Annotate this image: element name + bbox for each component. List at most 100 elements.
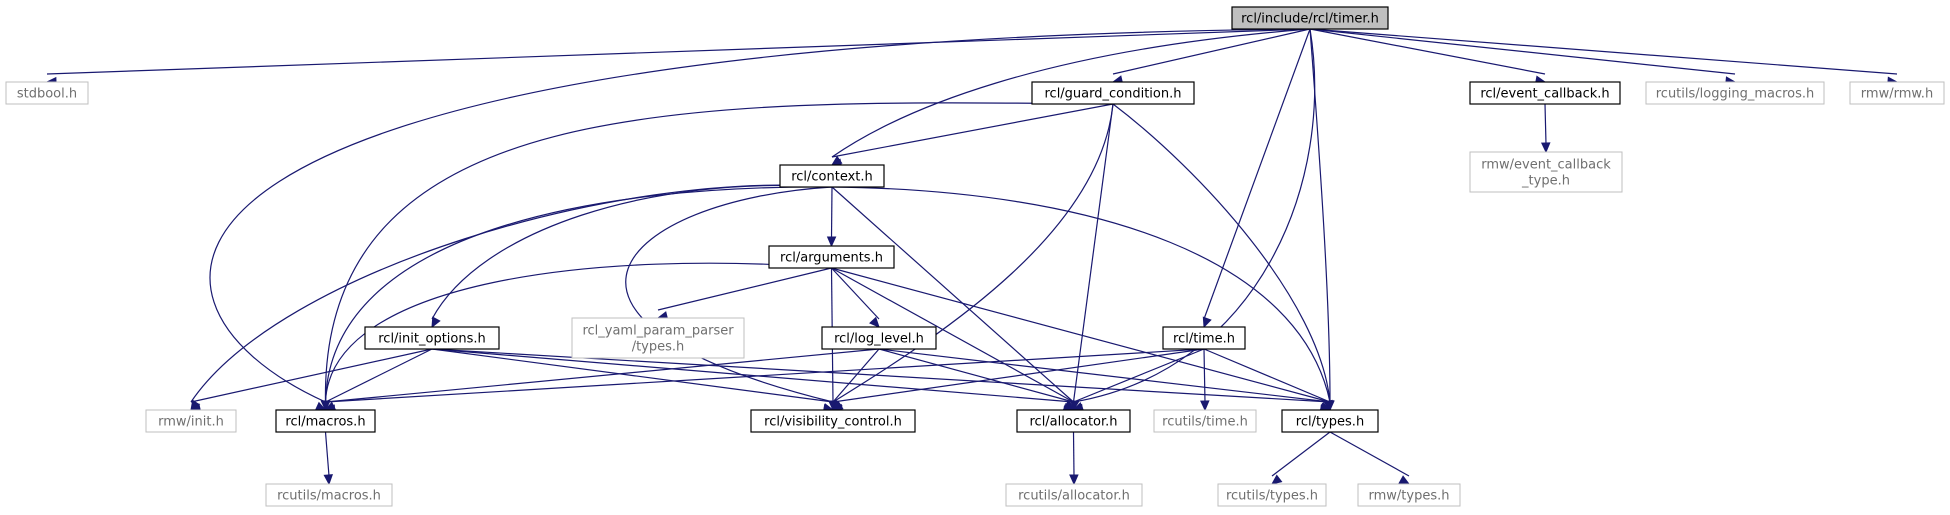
node-label-yaml-types-line-2: /types.h xyxy=(632,340,685,355)
edge-timer-to-event-callback xyxy=(1309,28,1546,75)
edge-context-to-init-options xyxy=(431,184,833,320)
node-label-arguments: rcl/arguments.h xyxy=(780,251,883,266)
edge-event-callback-to-event-callback-type xyxy=(1544,103,1547,145)
node-box-yaml-types xyxy=(571,317,745,359)
edge-time-to-macros xyxy=(325,348,1205,403)
node-box-arguments xyxy=(768,245,895,269)
edge-arguments-to-log-level xyxy=(831,267,880,320)
node-rmw: rmw/rmw.h xyxy=(1849,81,1945,105)
node-label-rcutils-time: rcutils/time.h xyxy=(1162,415,1248,430)
node-box-rcutils-time xyxy=(1153,409,1257,433)
edge-time-to-types xyxy=(1203,348,1331,403)
edge-init-options-to-macros xyxy=(325,348,433,403)
node-box-visibility xyxy=(750,409,916,433)
edge-timer-to-rmw xyxy=(1309,28,1898,75)
nodes-layer: rcl/include/rcl/timer.h stdbool.h rcl/guar… xyxy=(5,6,1945,507)
node-box-logging-macros xyxy=(1645,81,1825,105)
edge-arguments-to-types xyxy=(831,267,1331,403)
edge-types-to-rmw-types xyxy=(1329,431,1410,477)
node-label-stdbool: stdbool.h xyxy=(17,87,77,102)
edge-init-options-to-allocator xyxy=(431,348,1074,403)
arrow-head-context-to-arguments xyxy=(826,236,837,248)
node-rcutils-macros: rcutils/macros.h xyxy=(265,483,393,507)
node-rcutils-types: rcutils/types.h xyxy=(1217,483,1327,507)
node-time[interactable]: rcl/time.h xyxy=(1162,326,1246,350)
node-rmw-init: rmw/init.h xyxy=(145,409,237,433)
node-label-guard-condition: rcl/guard_condition.h xyxy=(1044,87,1181,102)
arrow-head-context-to-init-options xyxy=(431,316,441,329)
edges-layer xyxy=(45,28,1899,486)
edge-arguments-to-yaml-types xyxy=(657,267,832,311)
node-label-allocator: rcl/allocator.h xyxy=(1029,415,1117,430)
node-box-stdbool xyxy=(5,81,89,105)
node-box-timer xyxy=(1231,6,1389,30)
arrow-head-timer-to-time xyxy=(1202,316,1212,329)
node-context[interactable]: rcl/context.h xyxy=(779,164,885,188)
node-event-callback-type: rmw/event_callback_type.h xyxy=(1469,151,1623,193)
node-box-rmw-init xyxy=(145,409,237,433)
node-box-rcutils-types xyxy=(1217,483,1327,507)
node-label-rmw: rmw/rmw.h xyxy=(1861,87,1933,102)
node-label-types: rcl/types.h xyxy=(1296,415,1364,430)
edge-init-options-to-visibility xyxy=(431,348,834,403)
edge-log-level-to-macros xyxy=(325,348,880,403)
node-box-event-callback xyxy=(1469,81,1621,105)
arrow-head-macros-to-rcutils-macros xyxy=(323,474,334,486)
node-event-callback[interactable]: rcl/event_callback.h xyxy=(1469,81,1621,105)
node-label-logging-macros: rcutils/logging_macros.h xyxy=(1656,87,1815,102)
edge-context-to-visibility xyxy=(625,186,834,403)
node-label-event-callback-type-line-2: _type.h xyxy=(1521,174,1570,189)
node-label-rmw-init: rmw/init.h xyxy=(158,415,224,430)
edge-guard-condition-to-types xyxy=(1112,103,1331,403)
node-log-level[interactable]: rcl/log_level.h xyxy=(821,326,937,350)
edge-timer-to-time xyxy=(1203,28,1311,320)
edge-guard-condition-to-context xyxy=(831,103,1114,158)
node-box-init-options xyxy=(364,326,500,350)
edge-context-to-types xyxy=(831,186,1331,403)
node-yaml-types: rcl_yaml_param_parser/types.h xyxy=(571,317,745,359)
arrow-head-time-to-rcutils-time xyxy=(1200,400,1210,412)
edge-init-options-to-rmw-init xyxy=(190,348,433,403)
arrow-head-arguments-to-macros xyxy=(321,400,331,412)
edge-timer-to-types xyxy=(1309,28,1331,403)
node-visibility[interactable]: rcl/visibility_control.h xyxy=(750,409,916,433)
edge-guard-condition-to-macros xyxy=(324,102,1114,403)
edge-arguments-to-macros xyxy=(324,262,832,403)
edge-time-to-visibility xyxy=(832,348,1205,403)
arrow-head-arguments-to-log-level xyxy=(869,316,880,328)
node-macros[interactable]: rcl/macros.h xyxy=(275,409,376,433)
edge-context-to-allocator xyxy=(831,186,1074,403)
node-rmw-types: rmw/types.h xyxy=(1357,483,1461,507)
node-timer[interactable]: rcl/include/rcl/timer.h xyxy=(1231,6,1389,30)
edge-arguments-to-allocator xyxy=(831,267,1074,403)
node-box-types xyxy=(1281,409,1379,433)
edge-guard-condition-to-allocator xyxy=(1072,103,1114,403)
node-label-init-options: rcl/init_options.h xyxy=(378,332,486,347)
node-label-visibility: rcl/visibility_control.h xyxy=(764,415,902,430)
node-label-macros: rcl/macros.h xyxy=(285,415,365,430)
node-box-allocator xyxy=(1016,409,1131,433)
edge-types-to-rcutils-types xyxy=(1271,431,1331,477)
arrow-head-event-callback-to-event-callback-type xyxy=(1540,142,1551,154)
node-box-rcutils-allocator xyxy=(1005,483,1143,507)
node-label-event-callback-type-line-1: rmw/event_callback xyxy=(1481,158,1611,173)
node-box-log-level xyxy=(821,326,937,350)
node-stdbool: stdbool.h xyxy=(5,81,89,105)
node-label-rcutils-allocator: rcutils/allocator.h xyxy=(1018,489,1130,504)
node-box-context xyxy=(779,164,885,188)
edge-context-to-arguments xyxy=(830,186,833,239)
node-logging-macros: rcutils/logging_macros.h xyxy=(1645,81,1825,105)
node-arguments[interactable]: rcl/arguments.h xyxy=(768,245,895,269)
edge-guard-condition-to-visibility xyxy=(832,103,1114,403)
node-rcutils-allocator: rcutils/allocator.h xyxy=(1005,483,1143,507)
edge-log-level-to-allocator xyxy=(878,348,1074,403)
node-guard-condition[interactable]: rcl/guard_condition.h xyxy=(1031,81,1195,105)
node-allocator[interactable]: rcl/allocator.h xyxy=(1016,409,1131,433)
node-box-time xyxy=(1162,326,1246,350)
node-init-options[interactable]: rcl/init_options.h xyxy=(364,326,500,350)
node-types[interactable]: rcl/types.h xyxy=(1281,409,1379,433)
arrow-head-allocator-to-rcutils-allocator xyxy=(1069,474,1079,486)
edge-log-level-to-visibility xyxy=(832,348,880,403)
node-label-rcutils-types: rcutils/types.h xyxy=(1226,489,1318,504)
